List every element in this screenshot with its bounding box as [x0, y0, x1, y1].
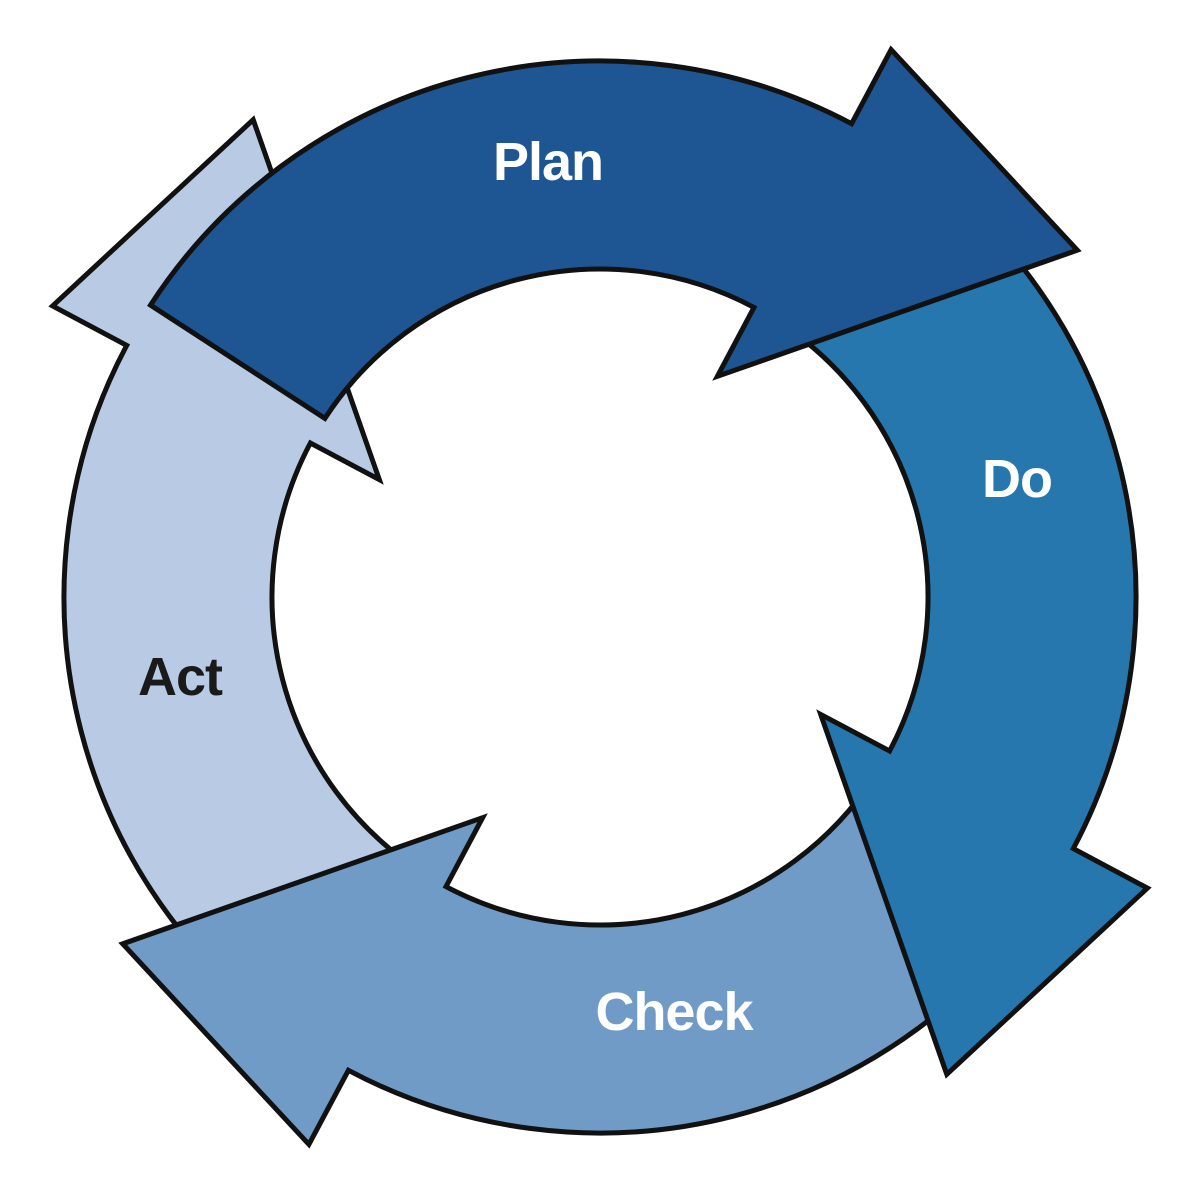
- arrow-plan: [147, 45, 1082, 422]
- label-plan: Plan: [493, 132, 603, 192]
- labels-group: Plan Do Check Act: [138, 132, 1053, 1042]
- label-check: Check: [595, 982, 754, 1042]
- arrow-do: [775, 144, 1152, 1079]
- arrow-check: [118, 772, 1053, 1149]
- arrows-group: [48, 45, 1152, 1149]
- label-act: Act: [138, 647, 223, 707]
- label-do: Do: [982, 449, 1052, 509]
